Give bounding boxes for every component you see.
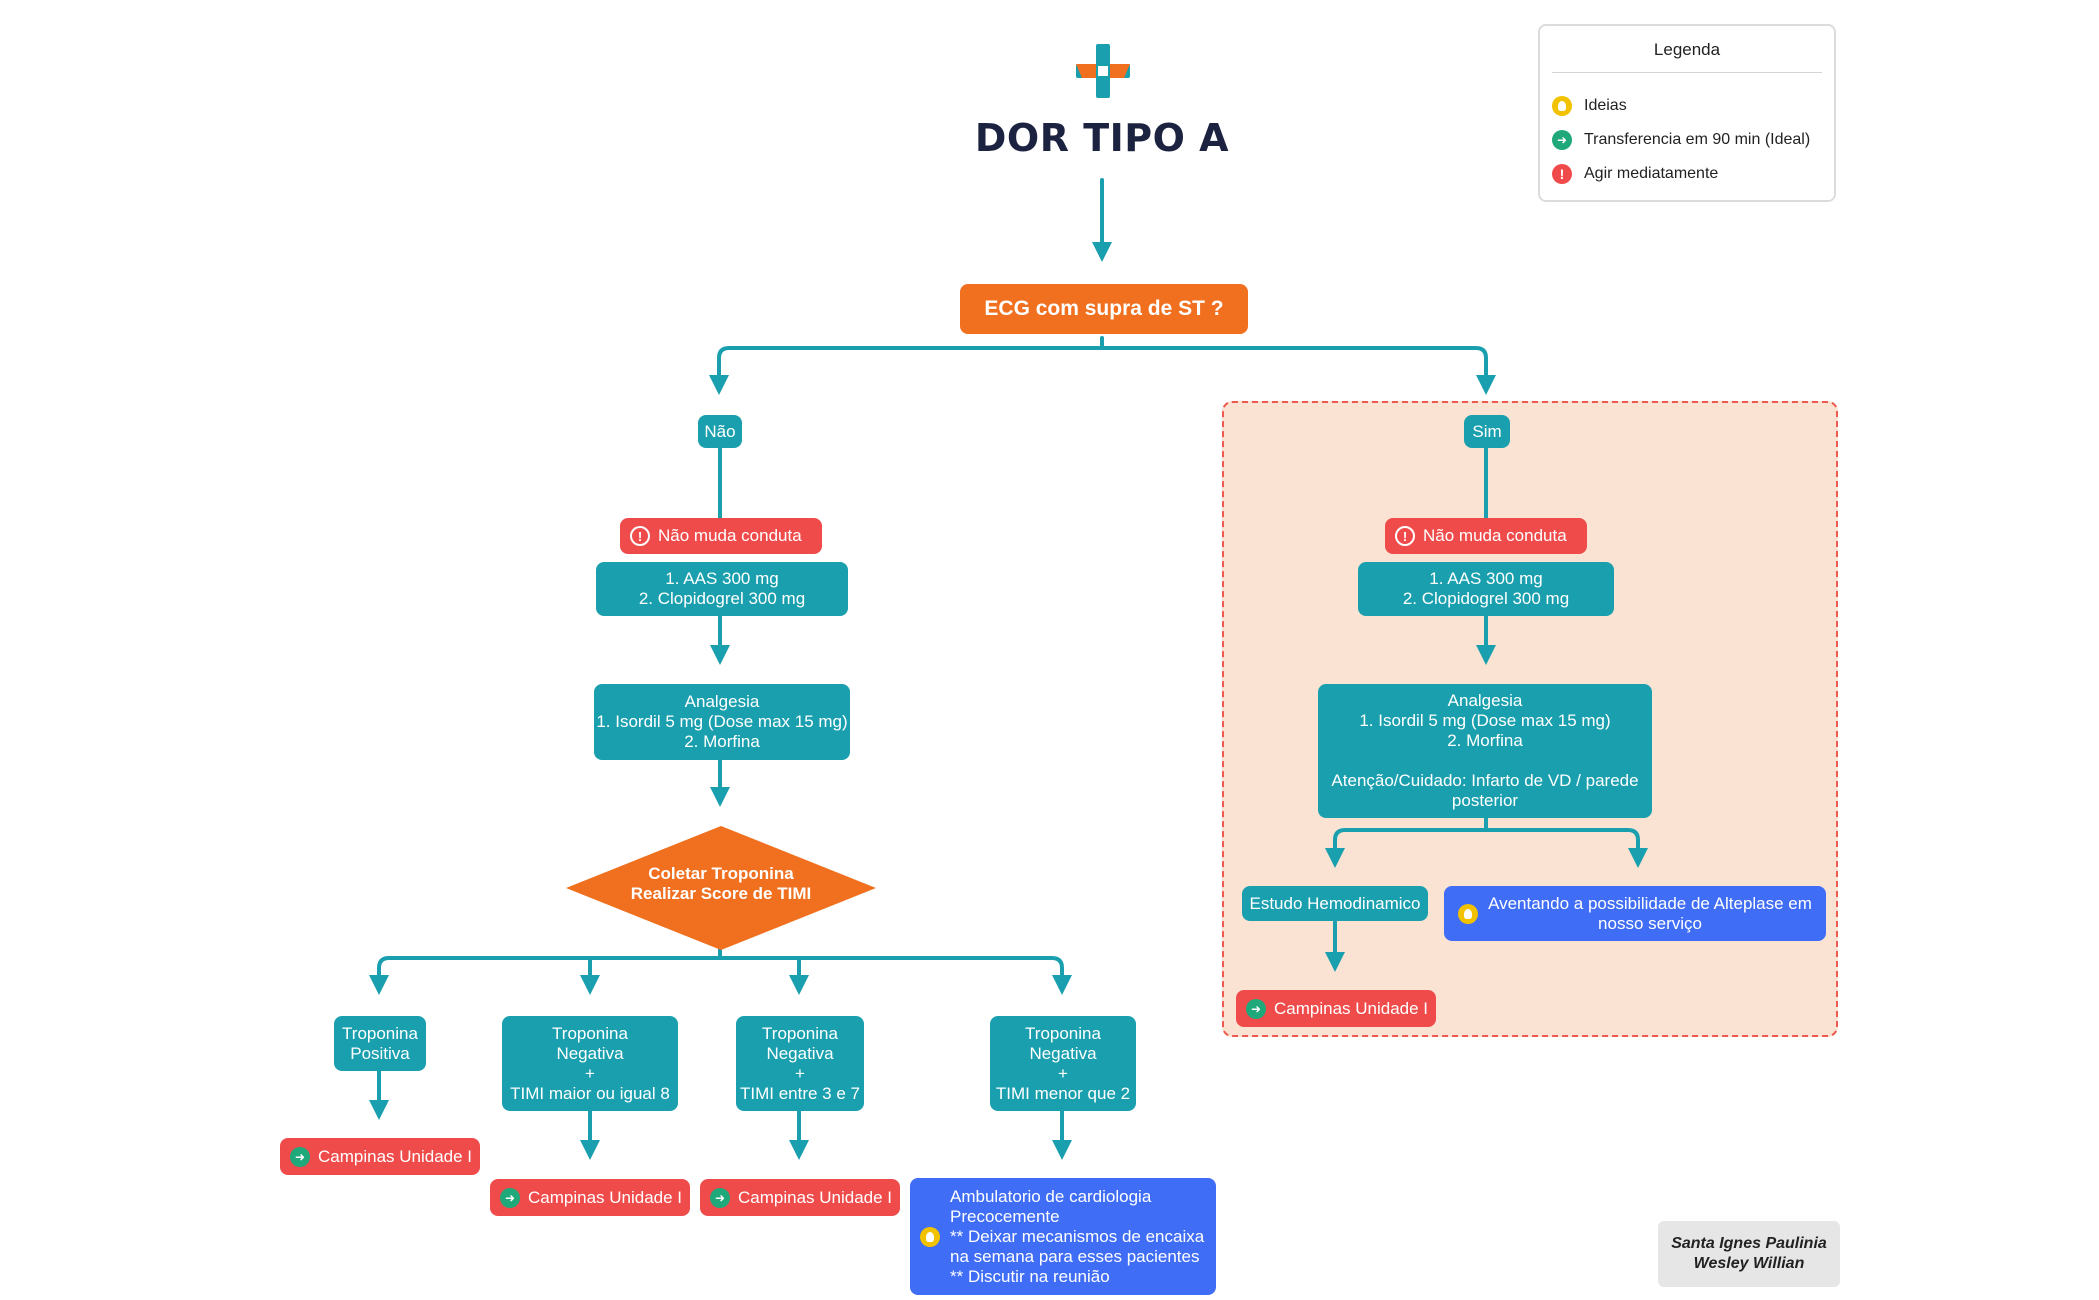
sim-alert-text: Não muda conduta	[1423, 526, 1567, 545]
med-line: 1. AAS 300 mg	[665, 569, 779, 588]
exclamation-icon: !	[1552, 164, 1572, 184]
running-person-icon: ➜	[290, 1146, 310, 1167]
nao-alert: ! Não muda conduta	[620, 518, 822, 554]
nao-label-text: Não	[704, 421, 736, 441]
exclamation-icon: !	[630, 526, 650, 546]
page-title: DOR TIPO A	[974, 116, 1230, 160]
outcome-line: +	[1058, 1063, 1068, 1083]
alteplase-line: Aventando a possibilidade de Alteplase e…	[1488, 893, 1812, 913]
outcome-line: Troponina	[342, 1023, 418, 1043]
dest-campinas-1: ➜ Campinas Unidade I	[280, 1138, 480, 1175]
legend-item-label: Transferencia em 90 min (Ideal)	[1584, 131, 1811, 148]
question-node: ECG com supra de ST ?	[960, 284, 1248, 334]
decision-text: Coletar Troponina Realizar Score de TIMI	[566, 864, 876, 904]
ambulatorio-text: Ambulatorio de cardiologia Precocemente …	[950, 1187, 1204, 1287]
outcome-line: TIMI menor que 2	[995, 1083, 1131, 1103]
decision-line: Coletar Troponina	[648, 864, 794, 883]
lightbulb-icon	[1552, 96, 1572, 116]
dest-text: Campinas Unidade I	[1274, 998, 1429, 1018]
decision-line: Realizar Score de TIMI	[630, 884, 812, 903]
dest-text: Campinas Unidade I	[738, 1187, 893, 1207]
sim-meds-node: 1. AAS 300 mg 2. Clopidogrel 300 mg	[1358, 562, 1614, 616]
sim-label: Sim	[1464, 415, 1510, 448]
legend-item-agir: ! Agir mediatamente	[1552, 157, 1834, 191]
analgesia-line: posterior	[1451, 791, 1519, 810]
lightbulb-icon	[1458, 903, 1479, 924]
nao-analgesia-node: Analgesia 1. Isordil 5 mg (Dose max 15 m…	[594, 684, 850, 760]
authors-box: Santa Ignes Paulinia Wesley Willian	[1658, 1221, 1840, 1287]
outcome-line: +	[795, 1063, 805, 1083]
analgesia-line: Analgesia	[1447, 691, 1523, 710]
running-person-icon: ➜	[1246, 998, 1266, 1019]
ambulatorio-line: ** Deixar mecanismos de encaixa	[950, 1226, 1205, 1246]
analgesia-line: Analgesia	[684, 692, 760, 711]
sim-label-text: Sim	[1472, 421, 1502, 441]
outcome-line: Troponina	[762, 1023, 838, 1043]
outcome-line: Negativa	[766, 1043, 834, 1063]
decision-diamond	[566, 826, 876, 950]
analgesia-line: 2. Morfina	[684, 732, 760, 751]
ambulatorio-line: ** Discutir na reunião	[950, 1266, 1110, 1286]
sim-analgesia-node: Analgesia 1. Isordil 5 mg (Dose max 15 m…	[1318, 684, 1652, 818]
nao-alert-text: Não muda conduta	[658, 526, 802, 545]
running-person-icon: ➜	[500, 1187, 520, 1208]
running-person-icon: ➜	[1552, 130, 1572, 150]
nao-label: Não	[698, 415, 742, 448]
dest-ambulatorio: Ambulatorio de cardiologia Precocemente …	[910, 1178, 1216, 1295]
outcome-line: TIMI entre 3 e 7	[740, 1083, 860, 1103]
dest-text: Campinas Unidade I	[528, 1187, 683, 1207]
med-line: 1. AAS 300 mg	[1429, 569, 1543, 588]
outcome-timi-menor-2: Troponina Negativa + TIMI menor que 2	[990, 1016, 1136, 1111]
outcome-line: Negativa	[556, 1043, 624, 1063]
dest-campinas-3: ➜ Campinas Unidade I	[700, 1179, 900, 1216]
author-name: Wesley Willian	[1693, 1255, 1805, 1272]
outcome-line: Negativa	[1029, 1043, 1097, 1063]
outcome-line: TIMI maior ou igual 8	[510, 1083, 670, 1103]
author-name: Santa Ignes Paulinia	[1671, 1235, 1827, 1252]
estudo-text: Estudo Hemodinamico	[1249, 893, 1421, 913]
legend-item-transferencia: ➜ Transferencia em 90 min (Ideal)	[1552, 123, 1834, 157]
ambulatorio-line: Ambulatorio de cardiologia	[950, 1186, 1152, 1206]
dest-campinas-2: ➜ Campinas Unidade I	[490, 1179, 690, 1216]
running-person-icon: ➜	[710, 1187, 730, 1208]
ambulatorio-line: Precocemente	[950, 1206, 1060, 1226]
alteplase-node: Aventando a possibilidade de Alteplase e…	[1444, 886, 1826, 941]
outcome-timi-maior-8: Troponina Negativa + TIMI maior ou igual…	[502, 1016, 678, 1111]
legend-item-ideias: Ideias	[1552, 89, 1834, 123]
outcome-line: +	[585, 1063, 595, 1083]
med-line: 2. Clopidogrel 300 mg	[638, 589, 806, 608]
med-line: 2. Clopidogrel 300 mg	[1402, 589, 1570, 608]
analgesia-line: 1. Isordil 5 mg (Dose max 15 mg)	[1359, 711, 1611, 730]
outcome-line: Positiva	[350, 1043, 410, 1063]
outcome-line: Troponina	[552, 1023, 628, 1043]
alteplase-line: nosso serviço	[1598, 913, 1702, 933]
medical-cross-logo	[1076, 44, 1130, 98]
sim-alert: ! Não muda conduta	[1385, 518, 1587, 554]
dest-campinas-sim: ➜ Campinas Unidade I	[1236, 990, 1436, 1027]
outcome-troponina-positiva: Troponina Positiva	[334, 1016, 426, 1071]
legend-title: Legenda	[1653, 40, 1721, 59]
dest-text: Campinas Unidade I	[318, 1146, 473, 1166]
analgesia-line: Atenção/Cuidado: Infarto de VD / parede	[1331, 771, 1639, 790]
ambulatorio-line: na semana para esses pacientes	[950, 1246, 1200, 1266]
legend-item-label: Agir mediatamente	[1584, 165, 1719, 182]
legend-item-label: Ideias	[1584, 97, 1627, 114]
legend-box: Legenda Ideias ➜ Transferencia em 90 min…	[1538, 24, 1836, 202]
exclamation-icon: !	[1395, 526, 1415, 546]
estudo-hemodinamico-node: Estudo Hemodinamico	[1242, 886, 1428, 921]
analgesia-line: 2. Morfina	[1447, 731, 1523, 750]
lightbulb-icon	[920, 1226, 940, 1247]
question-text: ECG com supra de ST ?	[984, 297, 1224, 320]
alteplase-text: Aventando a possibilidade de Alteplase e…	[1488, 894, 1812, 934]
nao-meds-node: 1. AAS 300 mg 2. Clopidogrel 300 mg	[596, 562, 848, 616]
analgesia-line: 1. Isordil 5 mg (Dose max 15 mg)	[596, 712, 848, 731]
outcome-timi-3-7: Troponina Negativa + TIMI entre 3 e 7	[736, 1016, 864, 1111]
outcome-line: Troponina	[1025, 1023, 1101, 1043]
